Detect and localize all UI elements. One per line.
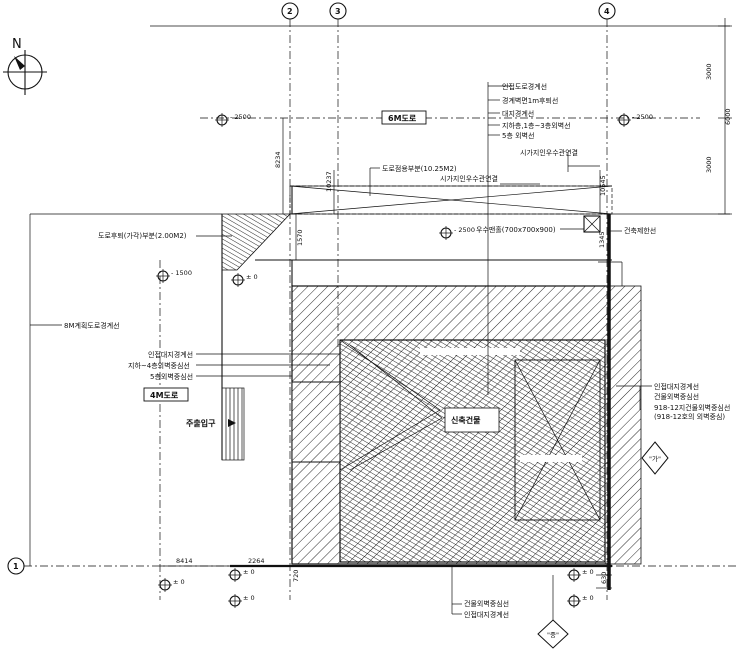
north-arrow: N bbox=[3, 37, 47, 95]
label-5f-wall-center: 5층외벽중심선 bbox=[150, 372, 193, 381]
label-wall-center-bottom: 건물외벽중심선 bbox=[464, 599, 509, 608]
dim-3000-upper: 3000 bbox=[705, 63, 713, 80]
dim-10545: 10545 bbox=[599, 175, 607, 196]
label-basement-3f-wall: 지하층,1층~3층외벽선 bbox=[502, 121, 571, 130]
dim-720: 720 bbox=[292, 570, 300, 582]
rain-manhole bbox=[583, 215, 601, 233]
dim-3000-lower: 3000 bbox=[705, 156, 713, 173]
label-b-4f-wall-center: 지하~4층외벽중심선 bbox=[128, 361, 190, 370]
label-adjacent-lot-bottom: 인접대지경계선 bbox=[464, 610, 509, 619]
grid-axis-2: 2 bbox=[281, 2, 299, 600]
level-marker-m2500-left: - 2500 bbox=[215, 113, 251, 127]
dim-1570: 1570 bbox=[296, 229, 304, 246]
label-918-12-note: (918-12호의 외벽중심) bbox=[654, 412, 725, 421]
level-0-a-text: ± 0 bbox=[246, 273, 258, 281]
road-6m-label: 6M도로 bbox=[388, 114, 417, 123]
dim-630: 630 bbox=[600, 572, 608, 584]
level-marker-m2500-right: - 2500 bbox=[617, 113, 653, 127]
level-marker-m2500-mid: - 2500 bbox=[439, 226, 475, 240]
level-m1500-text: - 1500 bbox=[171, 269, 192, 277]
road-4m-label: 4M도로 bbox=[150, 391, 179, 400]
level-0-f-text: ± 0 bbox=[582, 594, 594, 602]
section-marker-bottom: "중" bbox=[537, 575, 569, 649]
dim-1345: 1345 bbox=[598, 231, 606, 248]
label-rain-manhole: 우수맨홀(700x700x900) bbox=[476, 225, 556, 234]
grid-axis-3-label: 3 bbox=[335, 7, 341, 16]
section-marker-right: "가" bbox=[641, 441, 669, 475]
level-marker-0-d: ± 0 bbox=[228, 594, 255, 608]
section-right-text: "가" bbox=[649, 454, 661, 463]
road-4m-tag: 4M도로 bbox=[143, 387, 189, 402]
label-corner-setback: 도로후퇴(가각)부분(2.00M2) bbox=[98, 231, 187, 240]
level-marker-0-b: ± 0 bbox=[228, 568, 255, 582]
label-adjacent-road-boundary: 인접도로경계선 bbox=[502, 82, 547, 91]
label-adjacent-lot-left: 인접대지경계선 bbox=[148, 350, 193, 359]
level-m2500-mid-text: - 2500 bbox=[454, 226, 475, 234]
grid-axis-2-label: 2 bbox=[287, 7, 293, 16]
label-rain-connection-2: 시가지인우수관연결 bbox=[440, 174, 498, 183]
label-wall-center-right: 건물외벽중심선 bbox=[654, 392, 699, 401]
north-label: N bbox=[12, 37, 22, 52]
level-marker-0-f: ± 0 bbox=[567, 594, 594, 608]
section-bottom-text: "중" bbox=[547, 631, 559, 639]
label-building-limit: 건축제한선 bbox=[624, 226, 656, 235]
corner-cut-area bbox=[221, 213, 291, 271]
road-6m-tag: 6M도로 bbox=[381, 110, 427, 125]
building-footprint: 신축건물 bbox=[291, 285, 642, 565]
level-0-e-text: ± 0 bbox=[582, 568, 594, 576]
dim-8234: 8234 bbox=[274, 151, 282, 168]
label-setback-1m: 경계벽면1m후퇴선 bbox=[502, 96, 558, 105]
dim-2264: 2264 bbox=[248, 557, 265, 565]
label-adjacent-lot-right: 인접대지경계선 bbox=[654, 382, 699, 391]
dim-10237: 10237 bbox=[325, 171, 333, 192]
main-building-label: 신축건물 bbox=[451, 415, 481, 425]
label-918-12-wall: 918-12지건물외벽중심선 bbox=[654, 403, 730, 412]
dim-6000: 6000 bbox=[724, 108, 732, 125]
level-0-c-text: ± 0 bbox=[173, 578, 185, 586]
label-rain-connection-1: 시가지인우수관연결 bbox=[520, 148, 578, 157]
level-m2500-right-text: - 2500 bbox=[632, 113, 653, 121]
level-0-b-text: ± 0 bbox=[243, 568, 255, 576]
label-road-occupation: 도로점용부분(10.25M2) bbox=[382, 165, 457, 173]
level-0-d-text: ± 0 bbox=[243, 594, 255, 602]
level-marker-0-e: ± 0 bbox=[567, 568, 594, 582]
label-lot-boundary: 대지경계선 bbox=[502, 109, 534, 118]
main-entrance-label: 주출입구 bbox=[186, 418, 236, 428]
grid-axis-1-label: 1 bbox=[13, 562, 19, 571]
label-main-entrance: 주출입구 bbox=[186, 418, 216, 428]
level-marker-0-a: ± 0 bbox=[231, 273, 258, 287]
level-marker-m1500: - 1500 bbox=[156, 269, 192, 283]
level-m2500-left-text: - 2500 bbox=[230, 113, 251, 121]
dim-8414: 8414 bbox=[176, 557, 193, 565]
level-marker-0-c: ± 0 bbox=[158, 578, 185, 592]
label-5f-wall: 5층 외벽선 bbox=[502, 131, 534, 140]
label-8m-planned-road: 8M계획도로경계선 bbox=[64, 321, 120, 330]
grid-axis-4-label: 4 bbox=[604, 7, 610, 16]
